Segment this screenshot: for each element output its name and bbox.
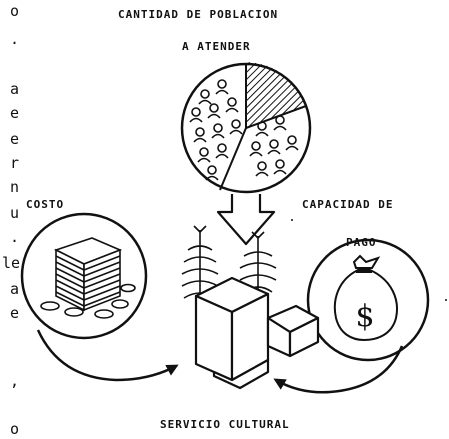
cost-label: COSTO	[26, 198, 65, 211]
clipped-text-char: a	[10, 280, 20, 298]
building-icon	[194, 276, 320, 390]
clipped-text-char: e	[10, 304, 20, 322]
clipped-text-char: a	[10, 80, 20, 98]
cost-arrow	[36, 329, 179, 382]
people-icons	[189, 79, 299, 181]
clipped-text-char: ,	[10, 372, 20, 390]
capacity-circle-outline	[306, 238, 430, 362]
clipped-text-char: r	[10, 154, 20, 172]
money-stack-icon	[53, 237, 123, 312]
cost-circle	[20, 212, 148, 340]
capacity-label-line1: CAPACIDAD DE	[302, 198, 394, 211]
clipped-text-char: n	[10, 178, 20, 196]
clipped-text-char: o	[10, 420, 20, 438]
population-label-line2: A ATENDER	[182, 40, 251, 53]
clipped-text-char: u	[10, 204, 20, 222]
dollar-symbol: $	[355, 299, 374, 334]
coins-icon	[40, 283, 136, 319]
money-bag-icon	[333, 254, 398, 342]
population-circle	[180, 62, 312, 194]
clipped-text-char: .	[10, 228, 20, 246]
cost-circle-outline	[20, 212, 148, 340]
capacity-circle: $	[306, 238, 430, 362]
capacity-arrow	[273, 345, 404, 394]
down-arrow-icon	[216, 194, 276, 246]
population-label-line1: CANTIDAD DE POBLACION	[118, 8, 279, 21]
clipped-text-column: o . a e e r n u . le a e , o	[0, 0, 20, 439]
clipped-text-char: e	[10, 104, 20, 122]
clipped-text-char: le	[2, 254, 21, 272]
clipped-text-char: o	[10, 2, 20, 20]
service-label: SERVICIO CULTURAL	[160, 418, 290, 431]
clipped-text-char: e	[10, 130, 20, 148]
clipped-text-char: .	[10, 30, 20, 48]
